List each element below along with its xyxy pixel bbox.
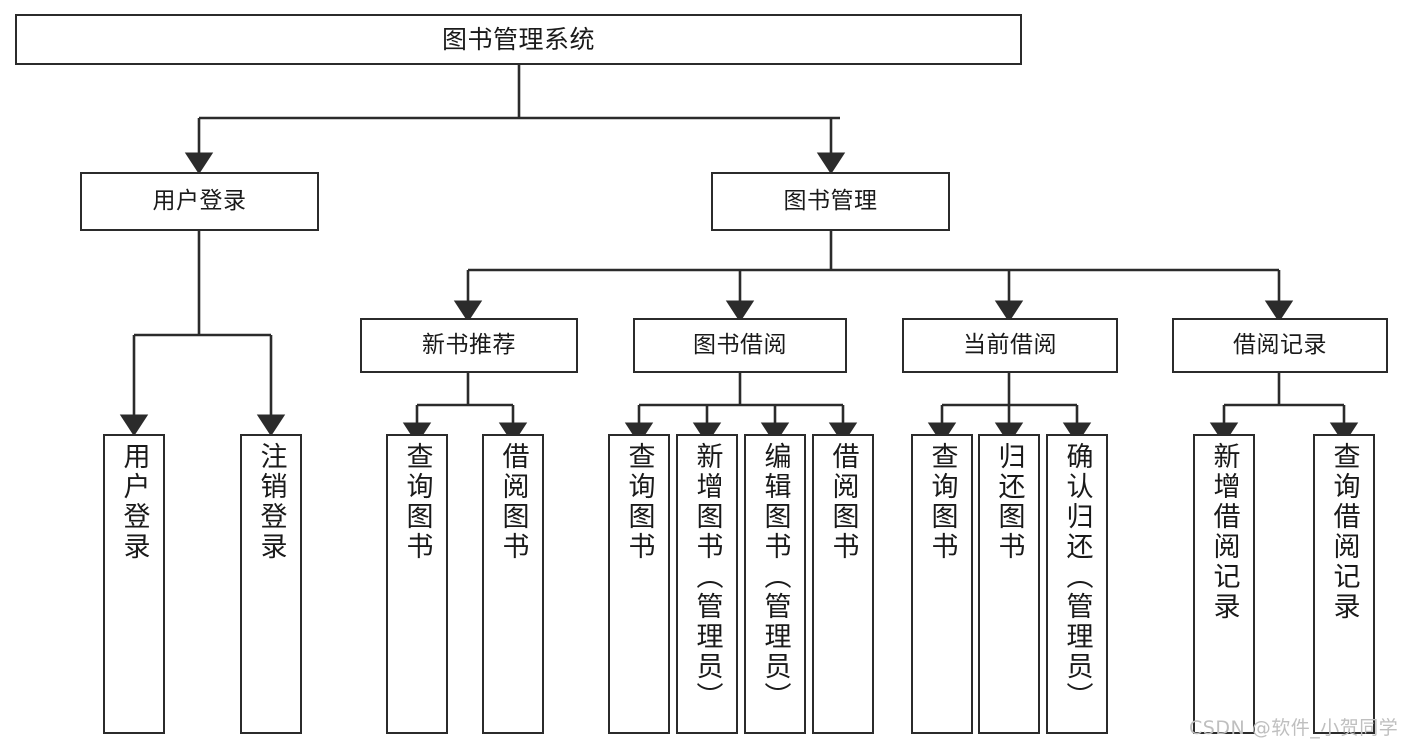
node-leaf-borrow-book-2[interactable]: 借阅图书 [812, 434, 874, 734]
node-leaf-user-logout-label: 注销登录 [255, 442, 287, 562]
node-root[interactable]: 图书管理系统 [15, 14, 1022, 65]
node-new-book-recommend[interactable]: 新书推荐 [360, 318, 578, 373]
node-new-book-recommend-label: 新书推荐 [422, 331, 516, 358]
node-leaf-user-logout[interactable]: 注销登录 [240, 434, 302, 734]
node-book-management[interactable]: 图书管理 [711, 172, 950, 231]
node-book-borrow-label: 图书借阅 [693, 331, 787, 358]
node-book-management-label: 图书管理 [783, 187, 878, 214]
node-leaf-confirm-return[interactable]: 确认归还（管理员） [1046, 434, 1108, 734]
node-leaf-user-login-label: 用户登录 [118, 442, 150, 562]
node-leaf-query-book-1-label: 查询图书 [401, 442, 433, 562]
node-leaf-query-book-1[interactable]: 查询图书 [386, 434, 448, 734]
node-leaf-add-book[interactable]: 新增图书（管理员） [676, 434, 738, 734]
node-leaf-return-book[interactable]: 归还图书 [978, 434, 1040, 734]
node-current-borrow-label: 当前借阅 [963, 331, 1057, 358]
node-user-login-label: 用户登录 [152, 187, 247, 214]
node-leaf-add-record-label: 新增借阅记录 [1208, 442, 1240, 622]
node-book-borrow[interactable]: 图书借阅 [633, 318, 847, 373]
node-leaf-add-record[interactable]: 新增借阅记录 [1193, 434, 1255, 734]
node-leaf-return-book-label: 归还图书 [993, 442, 1025, 562]
node-current-borrow[interactable]: 当前借阅 [902, 318, 1118, 373]
node-borrow-record-label: 借阅记录 [1233, 331, 1327, 358]
node-leaf-query-book-2-label: 查询图书 [623, 442, 655, 562]
node-leaf-edit-book[interactable]: 编辑图书（管理员） [744, 434, 806, 734]
node-borrow-record[interactable]: 借阅记录 [1172, 318, 1388, 373]
node-leaf-edit-book-label: 编辑图书（管理员） [759, 442, 791, 712]
node-leaf-user-login[interactable]: 用户登录 [103, 434, 165, 734]
csdn-watermark: CSDN @软件_小贺同学 [1189, 717, 1399, 739]
node-leaf-add-book-label: 新增图书（管理员） [691, 442, 723, 712]
node-leaf-borrow-book-1-label: 借阅图书 [497, 442, 529, 562]
node-leaf-query-book-3-label: 查询图书 [926, 442, 958, 562]
node-leaf-borrow-book-1[interactable]: 借阅图书 [482, 434, 544, 734]
node-root-label: 图书管理系统 [441, 24, 595, 54]
node-leaf-confirm-return-label: 确认归还（管理员） [1061, 442, 1093, 712]
node-user-login[interactable]: 用户登录 [80, 172, 319, 231]
node-leaf-query-record[interactable]: 查询借阅记录 [1313, 434, 1375, 734]
node-leaf-query-record-label: 查询借阅记录 [1328, 442, 1360, 622]
node-leaf-query-book-2[interactable]: 查询图书 [608, 434, 670, 734]
node-leaf-borrow-book-2-label: 借阅图书 [827, 442, 859, 562]
node-leaf-query-book-3[interactable]: 查询图书 [911, 434, 973, 734]
